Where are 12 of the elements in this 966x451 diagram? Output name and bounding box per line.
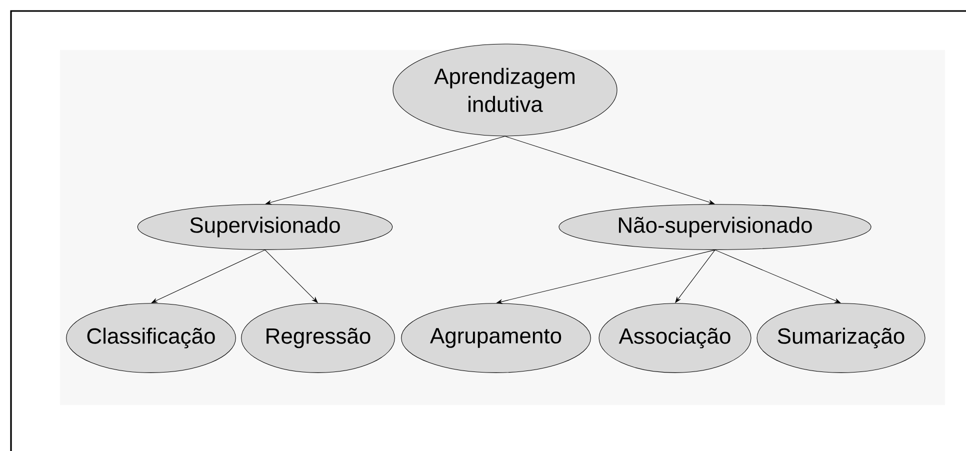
ellipse-node: Aprendizagem indutiva — [392, 44, 618, 136]
arrow — [265, 136, 506, 205]
ellipse-node: Não-supervisionado — [558, 204, 872, 250]
ellipse-node: Regressão — [241, 303, 395, 373]
ellipse-node: Supervisionado — [137, 204, 393, 250]
ellipse-node: Agrupamento — [401, 303, 591, 373]
ellipse-node: Classificação — [66, 303, 236, 373]
arrow — [714, 250, 841, 304]
ellipse-node: Sumarização — [756, 303, 926, 373]
ellipse-node: Associação — [598, 303, 752, 373]
arrow — [151, 250, 266, 304]
arrow — [496, 250, 716, 304]
